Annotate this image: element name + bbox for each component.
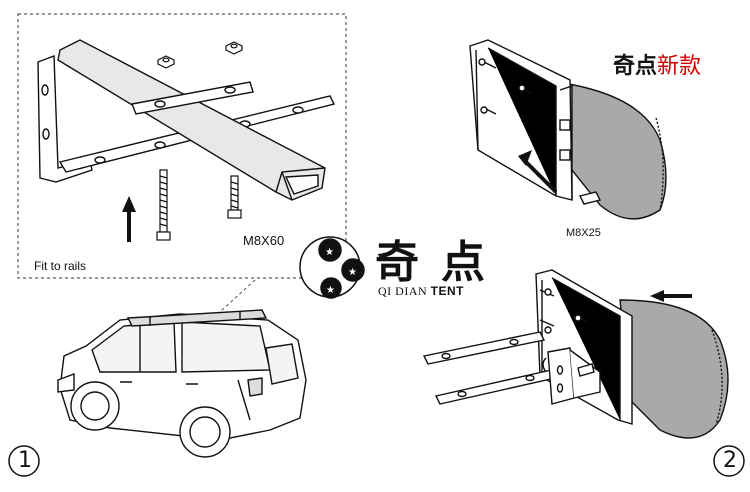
fit-to-rails-label: Fit to rails	[34, 259, 87, 273]
brand-name-en: QI DIAN TENT	[378, 284, 464, 299]
new-model-label: 奇点新款	[613, 48, 701, 80]
nuts	[157, 41, 243, 69]
up-left-arrow	[518, 150, 558, 194]
bolt-m8x60-label: M8X60	[243, 233, 285, 248]
bolts-m8x60	[156, 169, 242, 241]
left-arrow	[650, 290, 692, 302]
step2-ring	[713, 445, 745, 477]
brand-name-en-part1: QI DIAN	[378, 284, 431, 298]
step-1-number: 1	[18, 448, 32, 473]
new-model-part2: 新款	[657, 54, 702, 79]
roof-rail	[57, 39, 326, 201]
step-2-number: 2	[723, 448, 737, 473]
brand-name-cn: 奇点	[375, 237, 507, 288]
detail-frame	[17, 13, 347, 279]
awning-top	[469, 39, 667, 220]
bolt-m8x25-label: M8X25	[566, 227, 601, 239]
step1-ring	[8, 445, 40, 477]
new-model-part1: 奇点	[613, 54, 658, 79]
step-1-glyph: 1	[18, 448, 32, 473]
up-arrow	[122, 196, 136, 242]
svg-text:★: ★	[326, 285, 335, 296]
suv-car	[57, 309, 307, 458]
brand-logo: ★ ★ ★	[299, 236, 365, 299]
bracket-assembly	[422, 331, 601, 405]
svg-text:★: ★	[348, 267, 357, 278]
flat-bar-short	[131, 81, 254, 115]
step-2-glyph: 2	[723, 448, 737, 473]
brand-name-en-part2: TENT	[430, 284, 464, 298]
svg-text:★: ★	[325, 247, 334, 258]
